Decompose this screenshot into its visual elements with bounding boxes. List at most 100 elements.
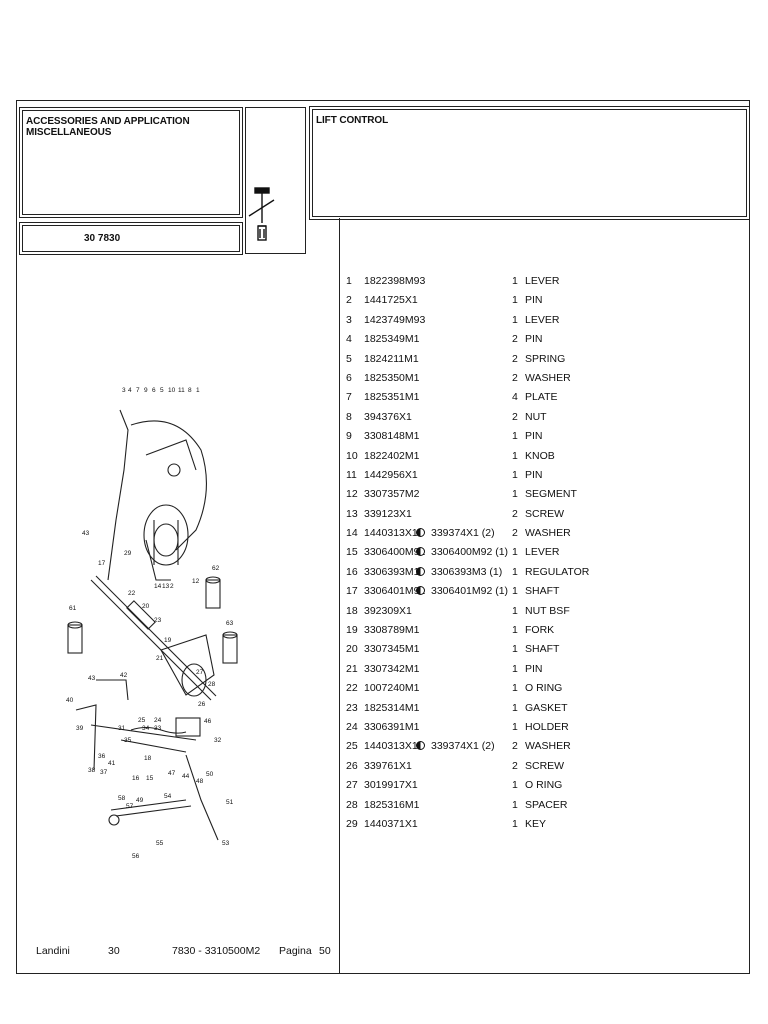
svg-text:27: 27 bbox=[196, 669, 204, 676]
part-number: 7 bbox=[346, 391, 352, 404]
part-code: 3306401M91 bbox=[364, 585, 426, 598]
footer-page-label: Pagina bbox=[279, 945, 312, 957]
footer-code: 7830 - 3310500M2 bbox=[172, 945, 261, 957]
section-title-box: ACCESSORIES AND APPLICATION MISCELLANEOU… bbox=[19, 107, 243, 218]
part-code: 394376X1 bbox=[364, 410, 412, 423]
svg-text:41: 41 bbox=[108, 760, 116, 767]
part-code: 3307357M2 bbox=[364, 488, 420, 501]
part-number: 8 bbox=[346, 410, 352, 423]
part-description: PLATE bbox=[525, 391, 558, 404]
part-number: 17 bbox=[346, 585, 358, 598]
svg-text:56: 56 bbox=[132, 853, 140, 860]
part-quantity: 1 bbox=[512, 449, 518, 462]
part-code: 1825314M1 bbox=[364, 701, 420, 714]
svg-text:4: 4 bbox=[128, 387, 132, 394]
half-circle-icon bbox=[416, 547, 425, 557]
half-circle-icon bbox=[416, 528, 425, 538]
svg-text:24: 24 bbox=[154, 717, 162, 724]
part-quantity: 1 bbox=[512, 662, 518, 675]
part-quantity: 2 bbox=[512, 527, 518, 540]
svg-text:9: 9 bbox=[144, 387, 148, 394]
part-number: 2 bbox=[346, 294, 352, 307]
part-number: 4 bbox=[346, 333, 352, 346]
part-number: 25 bbox=[346, 740, 358, 753]
part-description: SCREW bbox=[525, 507, 565, 520]
svg-text:47: 47 bbox=[168, 770, 176, 777]
part-code: 1824211M1 bbox=[364, 352, 419, 365]
part-alternate: 339374X1 (2) bbox=[416, 526, 495, 540]
svg-text:21: 21 bbox=[156, 655, 164, 662]
part-code: 1007240M1 bbox=[364, 682, 420, 695]
part-description: HOLDER bbox=[525, 720, 569, 733]
part-code: 3306393M1 bbox=[364, 565, 420, 578]
part-number: 6 bbox=[346, 371, 352, 384]
svg-text:3: 3 bbox=[122, 387, 126, 394]
part-description: O RING bbox=[525, 682, 563, 695]
part-quantity: 2 bbox=[512, 740, 518, 753]
part-description: GASKET bbox=[525, 701, 568, 714]
part-number: 28 bbox=[346, 798, 358, 811]
svg-text:22: 22 bbox=[128, 590, 136, 597]
part-alternate: 3306400M92 (1) bbox=[416, 545, 508, 559]
footer-brand: Landini bbox=[36, 945, 70, 957]
footer-series: 30 bbox=[108, 945, 120, 957]
part-description: PIN bbox=[525, 662, 543, 675]
svg-text:15: 15 bbox=[146, 775, 154, 782]
part-number: 27 bbox=[346, 779, 358, 792]
part-code: 1825350M1 bbox=[364, 371, 420, 384]
svg-text:61: 61 bbox=[69, 605, 77, 612]
svg-text:57: 57 bbox=[126, 803, 134, 810]
svg-text:13: 13 bbox=[162, 583, 170, 590]
part-number: 3 bbox=[346, 313, 352, 326]
part-quantity: 2 bbox=[512, 410, 518, 423]
part-description: KNOB bbox=[525, 449, 555, 462]
svg-text:33: 33 bbox=[154, 725, 162, 732]
part-code: 339123X1 bbox=[364, 507, 412, 520]
part-quantity: 1 bbox=[512, 275, 518, 287]
part-code: 3306400M91 bbox=[364, 546, 426, 559]
part-quantity: 1 bbox=[512, 430, 518, 443]
part-code: 3306391M1 bbox=[364, 720, 420, 733]
part-alternate-code: 3306400M92 (1) bbox=[431, 546, 509, 559]
part-code: 1440371X1 bbox=[364, 817, 418, 830]
svg-text:36: 36 bbox=[98, 753, 106, 760]
part-code: 1423749M93 bbox=[364, 313, 426, 326]
part-description: WASHER bbox=[525, 740, 571, 753]
part-code: 3019917X1 bbox=[364, 779, 418, 792]
part-alternate: 339374X1 (2) bbox=[416, 739, 495, 753]
part-quantity: 1 bbox=[512, 546, 518, 559]
part-quantity: 2 bbox=[512, 507, 518, 520]
svg-text:8: 8 bbox=[188, 387, 192, 394]
part-quantity: 1 bbox=[512, 624, 518, 637]
part-quantity: 1 bbox=[512, 313, 518, 326]
part-number: 29 bbox=[346, 817, 358, 830]
svg-text:20: 20 bbox=[142, 603, 150, 610]
part-quantity: 2 bbox=[512, 352, 518, 365]
part-code: 3308148M1 bbox=[364, 430, 420, 443]
part-alternate-code: 3306393M3 (1) bbox=[431, 565, 503, 578]
svg-text:32: 32 bbox=[214, 737, 222, 744]
part-number: 1 bbox=[346, 275, 352, 287]
svg-text:14: 14 bbox=[154, 583, 162, 590]
svg-text:31: 31 bbox=[118, 725, 126, 732]
part-description: SHAFT bbox=[525, 585, 560, 598]
part-description: SPRING bbox=[525, 352, 566, 365]
part-code: 1825316M1 bbox=[364, 798, 420, 811]
part-alternate-code: 339374X1 (2) bbox=[431, 740, 495, 753]
category-icon-box bbox=[245, 107, 306, 254]
svg-text:17: 17 bbox=[98, 560, 106, 567]
part-number: 24 bbox=[346, 720, 358, 733]
svg-text:58: 58 bbox=[118, 795, 126, 802]
part-description: LEVER bbox=[525, 313, 560, 326]
